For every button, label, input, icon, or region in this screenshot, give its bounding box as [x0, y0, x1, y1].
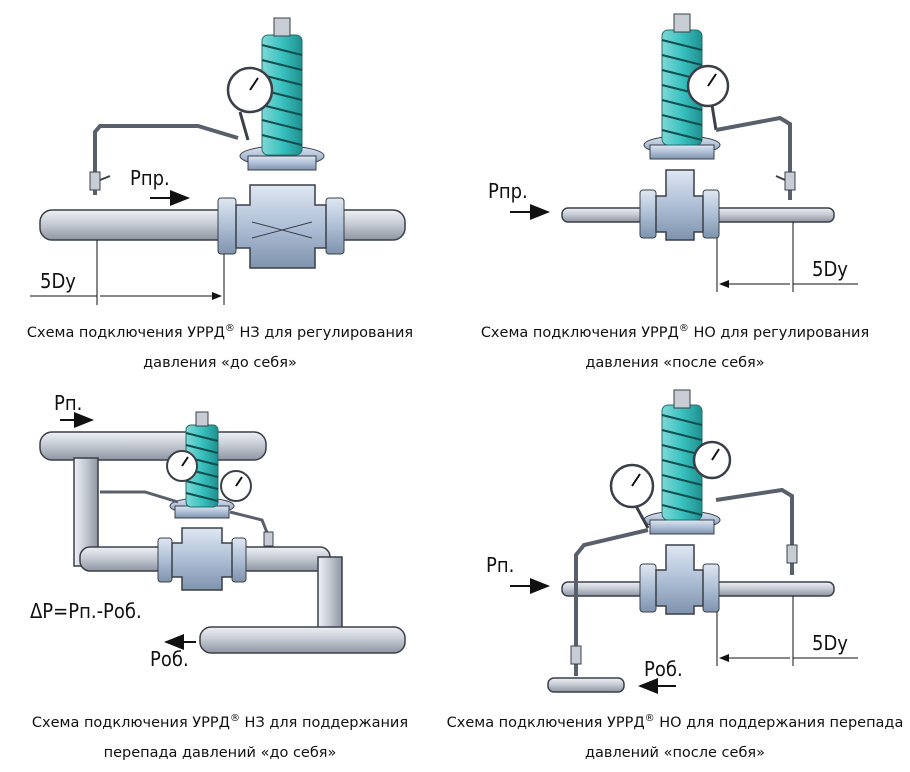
diagram-4: Pп. Pоб. 5Dy — [486, 389, 858, 694]
pressure-gauge — [686, 64, 730, 131]
delta-label: ΔP=Pп.-Pоб. — [30, 599, 142, 623]
pipe-return-vertical — [317, 556, 343, 638]
flange-right — [325, 197, 345, 255]
valve-body — [655, 169, 704, 241]
diagram-2: Pпр. 5Dy — [488, 13, 858, 292]
pressure-gauge-right — [692, 440, 732, 480]
distance-label: 5Dy — [812, 631, 848, 655]
pipe-return-stub — [547, 677, 625, 693]
distance-label: 5Dy — [812, 257, 848, 281]
pressure-gauge-right — [220, 470, 252, 502]
caption-diagram-1: Схема подключения УРРД® НЗ для регулиров… — [26, 323, 414, 371]
pressure-in-label: Pп. — [486, 553, 514, 577]
impulse-tube — [93, 124, 239, 195]
pressure-gauge-left — [166, 450, 198, 482]
impulse-tube — [715, 115, 792, 200]
pressure-gauge — [226, 66, 274, 141]
flange-left — [217, 197, 237, 255]
pressure-in-label: Pп. — [54, 391, 82, 415]
distance-label: 5Dy — [40, 269, 76, 293]
pressure-label: Pпр. — [488, 179, 528, 203]
pipe-return — [199, 626, 406, 654]
pressure-gauge-left — [609, 463, 655, 529]
caption-diagram-2: Схема подключения УРРД® НО для регулиров… — [480, 323, 870, 371]
impulse-tube-left — [100, 490, 179, 504]
caption-diagram-3: Схема подключения УРРД® НЗ для поддержан… — [31, 713, 409, 761]
pipe-top — [39, 431, 267, 461]
valve-body — [235, 184, 327, 269]
impulse-tube-left — [574, 528, 649, 676]
diagram-3: Pп. ΔP=Pп.-Pоб. Pоб. — [30, 391, 406, 671]
pressure-out-label: Pоб. — [644, 657, 683, 681]
diagram-1: Pпр. 5Dy — [30, 17, 406, 305]
spring — [661, 13, 703, 146]
impulse-tube-right — [715, 487, 794, 575]
spring — [661, 389, 703, 521]
pressure-label: Pпр. — [130, 166, 170, 190]
valve-body — [655, 544, 704, 615]
pressure-out-label: Pоб. — [150, 647, 189, 671]
caption-diagram-4: Схема подключения УРРД® НО для поддержан… — [446, 713, 904, 761]
spring — [185, 411, 219, 508]
spring — [261, 17, 303, 156]
valve-body — [171, 527, 233, 591]
